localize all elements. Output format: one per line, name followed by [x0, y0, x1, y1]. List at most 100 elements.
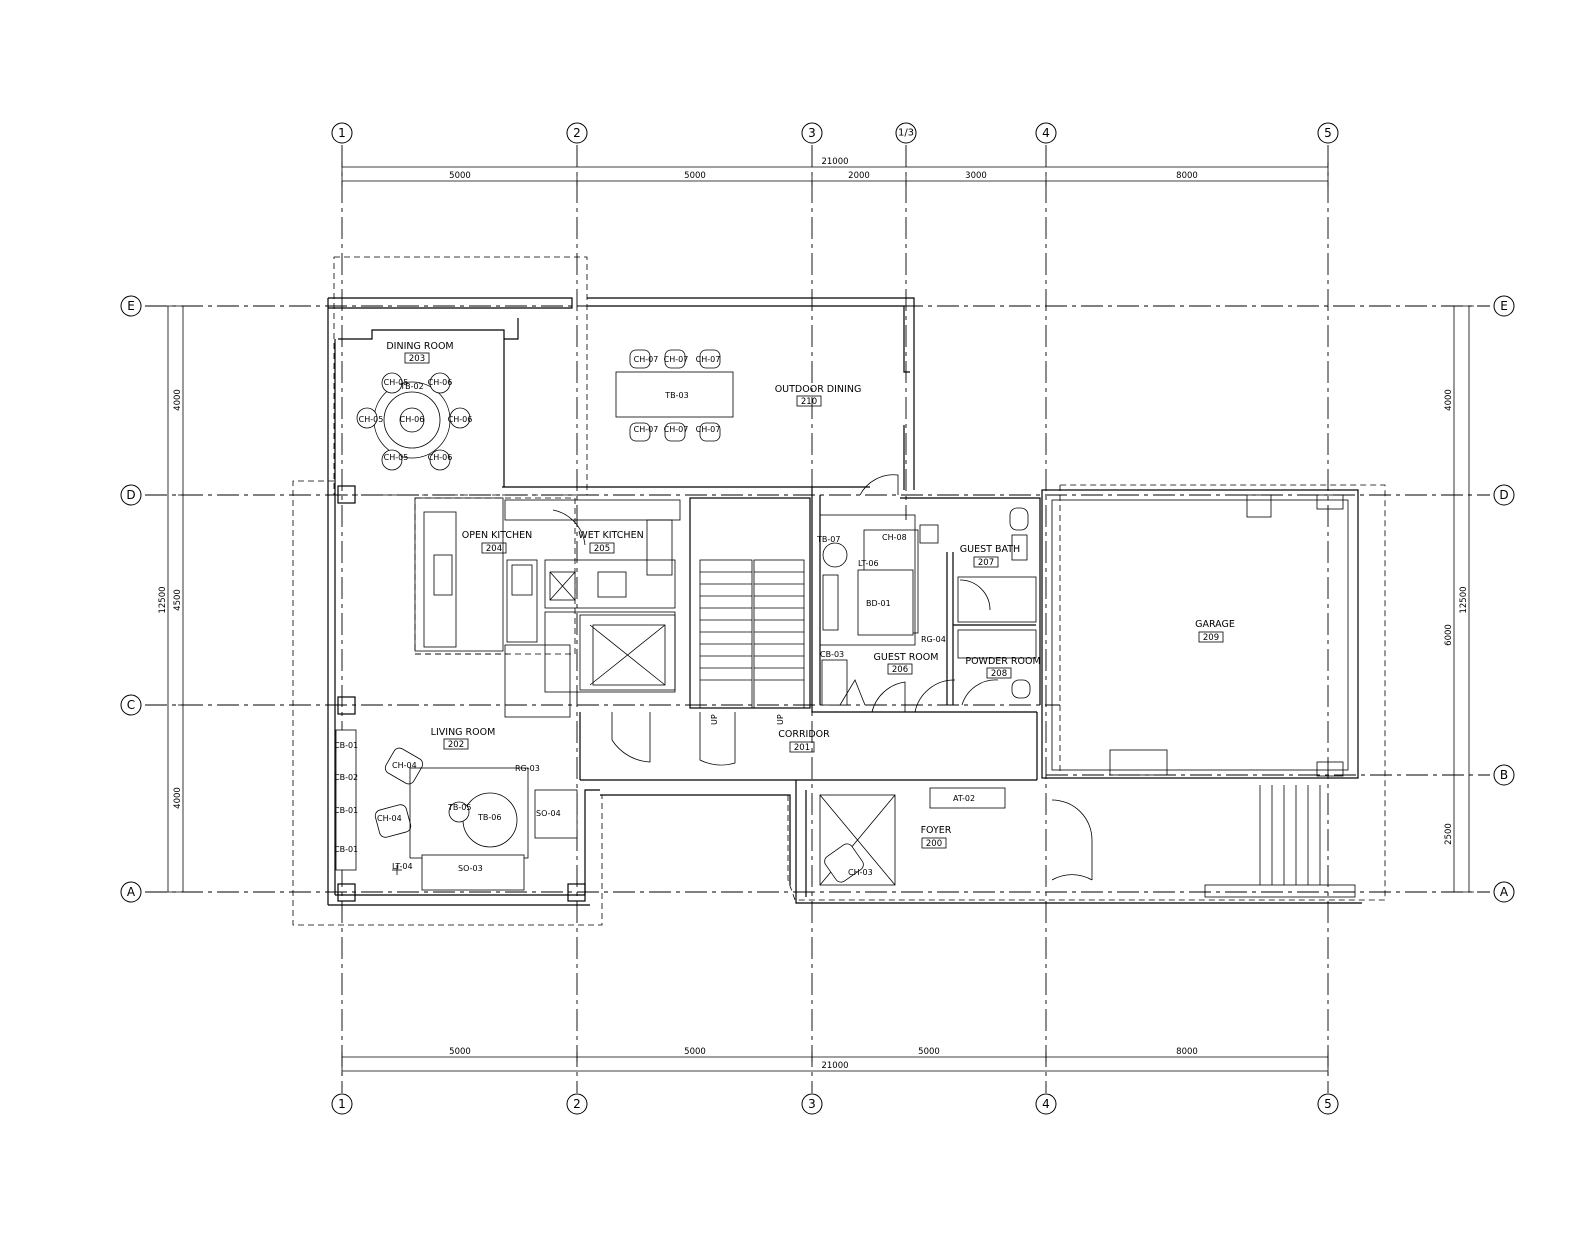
- side-table: [822, 542, 848, 568]
- grid-bubble: [1493, 295, 1515, 317]
- grid-bubble: [120, 295, 142, 317]
- dim-top-segment: 2000: [848, 171, 870, 181]
- room-labels: DINING ROOM 203 OUTDOOR DINING 210 OPEN …: [386, 341, 1235, 849]
- outdoor-chair: [629, 349, 651, 369]
- furniture-tag: SO-03: [458, 864, 483, 873]
- grid-lines: [145, 145, 1490, 1093]
- room-number-dining-room: 203: [409, 354, 425, 364]
- dim-top-segment: 3000: [965, 171, 987, 181]
- grid-bubble: [331, 122, 353, 144]
- grid-bubble: [1317, 1093, 1339, 1115]
- grid-bubble: [1035, 1093, 1057, 1115]
- dim-top-total: 21000: [821, 157, 848, 167]
- door-swing: [1051, 874, 1093, 881]
- furniture-tag: CH-07: [696, 355, 721, 364]
- grid-bubble: [1493, 484, 1515, 506]
- foyer-armchair: [824, 843, 864, 883]
- lounge-chair: [384, 747, 424, 785]
- room-name-open-kitchen: OPEN KITCHEN: [462, 530, 533, 541]
- furniture-tag: CB-02: [334, 773, 358, 782]
- doors: [552, 474, 1093, 881]
- dining-chair: [356, 407, 378, 429]
- powder-room-toilet: [1011, 679, 1031, 699]
- sofa: [421, 854, 525, 891]
- furniture-tag: LT-04: [392, 862, 413, 871]
- entry-steps: [1259, 785, 1321, 885]
- dimensions-left: 12500 4000 4500 4000: [158, 305, 188, 893]
- grid-bubbles-left: E D C A: [120, 295, 142, 903]
- furniture-tag: TB-07: [816, 535, 840, 544]
- room-number-open-kitchen: 204: [486, 544, 502, 554]
- grid-bubble: [801, 1093, 823, 1115]
- coffee-table-small: [448, 801, 470, 823]
- stair-up-tag: UP: [776, 714, 785, 725]
- walls: [327, 297, 1362, 906]
- room-number-garage: 209: [1203, 633, 1219, 643]
- outdoor-chair: [664, 349, 686, 369]
- dining-round-table: [399, 407, 425, 433]
- furniture-tag: CH-08: [882, 533, 907, 542]
- cooktop: [433, 554, 453, 596]
- guest-chair: [919, 524, 939, 544]
- sink: [511, 564, 533, 596]
- grid-label-4: 4: [1042, 1097, 1050, 1111]
- furniture-tag: CH-05: [359, 415, 384, 424]
- dim-left-segment: 4500: [173, 589, 183, 611]
- grid-bubble: [1035, 122, 1057, 144]
- dimensions-right: 4000 6000 2500 12500: [1444, 305, 1474, 893]
- furniture-tag: RG-04: [921, 635, 946, 644]
- grid-label-c: C: [127, 698, 135, 712]
- bed: [857, 569, 914, 636]
- stair-treads: [700, 571, 804, 681]
- grid-bubble: [1317, 122, 1339, 144]
- grid-bubble: [120, 881, 142, 903]
- door-swing: [611, 712, 651, 763]
- furniture-tag: CH-05: [384, 453, 409, 462]
- room-name-wet-kitchen: WET KITCHEN: [578, 530, 643, 541]
- furniture-tag: CB-01: [334, 741, 358, 750]
- room-number-wet-kitchen: 205: [594, 544, 610, 554]
- grid-bubble: [566, 1093, 588, 1115]
- dining-chair: [429, 449, 451, 471]
- room-name-guest-room: GUEST ROOM: [874, 652, 939, 663]
- dining-chair: [449, 407, 471, 429]
- furniture-tag: SO-04: [536, 809, 561, 818]
- stair-up-tag: UP: [710, 714, 719, 725]
- furniture-tag: BD-01: [866, 599, 891, 608]
- dimensions-top: 21000 5000 5000 2000 3000 8000: [341, 157, 1329, 186]
- grid-label-e: E: [1500, 299, 1508, 313]
- outdoor-dining-chairs: [629, 349, 721, 442]
- furniture-tag: CH-07: [664, 425, 689, 434]
- furniture-tag: CH-07: [664, 355, 689, 364]
- dining-chair: [381, 449, 403, 471]
- armchair: [534, 789, 578, 839]
- bed-pillow: [822, 574, 839, 631]
- door-swing: [914, 679, 956, 713]
- grid-bubble: [120, 694, 142, 716]
- room-number-foyer: 200: [926, 839, 942, 849]
- dining-round-table: [383, 391, 441, 449]
- dim-top-segment: 5000: [449, 171, 471, 181]
- furniture-tag: LT-06: [858, 559, 879, 568]
- furniture-tag: TB-05: [447, 803, 471, 812]
- dim-right-segment: 6000: [1444, 624, 1454, 646]
- dim-bottom-total: 21000: [821, 1061, 848, 1071]
- furniture-tag: CH-07: [696, 425, 721, 434]
- grid-label-1-3: 1/3: [898, 128, 914, 139]
- grid-label-5: 5: [1324, 126, 1332, 140]
- grid-bubble: [801, 122, 823, 144]
- dim-right-total: 12500: [1459, 586, 1469, 613]
- furniture-tag: CH-06: [400, 415, 425, 424]
- door-swing: [859, 474, 899, 496]
- grid-bubble: [331, 1093, 353, 1115]
- furniture-tag: AT-02: [953, 794, 975, 803]
- grid-label-e: E: [127, 299, 135, 313]
- room-number-guest-bath: 207: [978, 558, 994, 568]
- room-name-living-room: LIVING ROOM: [431, 727, 496, 738]
- grid-bubbles-right: E D B A: [1493, 295, 1515, 903]
- dim-bottom-segment: 5000: [918, 1047, 940, 1057]
- door-swing: [552, 509, 586, 546]
- outdoor-chair: [699, 349, 721, 369]
- dim-left-segment: 4000: [173, 787, 183, 809]
- outdoor-chair: [664, 422, 686, 442]
